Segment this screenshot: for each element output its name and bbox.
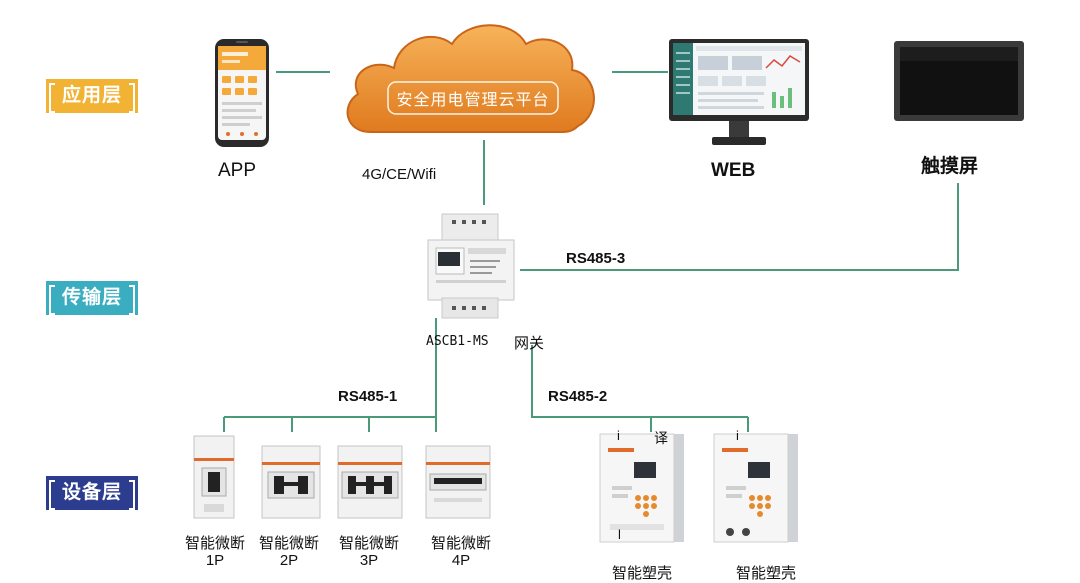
breaker-3p — [336, 444, 404, 520]
stray-char-d: l — [618, 527, 621, 542]
touchscreen-device — [893, 40, 1025, 122]
breaker-3p-poles: 3P — [359, 552, 379, 569]
breaker-4p-icon — [425, 445, 491, 519]
monitor-device — [668, 38, 810, 150]
gateway-name-label: 网关 — [514, 335, 545, 352]
breaker-2p — [260, 444, 322, 520]
rs485-3-link — [520, 183, 959, 271]
breaker-1p-icon — [193, 435, 235, 519]
breaker-3p-icon — [337, 445, 403, 519]
mccb-1-name: 智能塑壳 — [612, 565, 673, 582]
mccb-2-icon — [713, 433, 798, 543]
wireless-link-label: 4G/CE/Wifi — [362, 166, 437, 183]
breaker-1p-poles: 1P — [205, 552, 225, 569]
cloud-label: 安全用电管理云平台 — [396, 92, 550, 109]
monitor-icon — [669, 39, 809, 145]
breaker-1p-name: 智能微断 — [184, 535, 245, 552]
gateway-icon — [427, 213, 515, 319]
cloud-icon — [346, 24, 595, 133]
phone-device — [214, 38, 270, 148]
breaker-4p — [424, 444, 492, 520]
gateway-device — [424, 212, 518, 322]
touchscreen-icon — [894, 41, 1024, 121]
web-label: WEB — [711, 160, 756, 181]
device-layer-tag: 设备层 — [46, 476, 138, 510]
rs485-1-label: RS485-1 — [338, 388, 398, 405]
rs485-3-label: RS485-3 — [566, 250, 626, 267]
breaker-2p-name: 智能微断 — [258, 535, 319, 552]
mccb-1-icon — [599, 433, 684, 543]
breaker-2p-poles: 2P — [279, 552, 299, 569]
rs485-1-link — [224, 318, 437, 418]
stray-char-c: i — [736, 428, 739, 443]
rs485-2-link — [531, 345, 748, 418]
cloud-platform — [340, 14, 602, 140]
gateway-model-label: ASCB1-MS — [426, 334, 489, 349]
breaker-4p-poles: 4P — [451, 552, 471, 569]
touchscreen-label: 触摸屏 — [921, 156, 979, 177]
mccb-2-name: 智能塑壳 — [736, 565, 797, 582]
breaker-3p-name: 智能微断 — [338, 535, 399, 552]
mccb-2 — [712, 432, 800, 544]
breaker-4p-name: 智能微断 — [430, 535, 491, 552]
mccb-1 — [598, 432, 686, 544]
stray-char-a: i — [617, 428, 620, 443]
stray-char-b: 译 — [654, 430, 668, 446]
breaker-2p-icon — [261, 445, 321, 519]
phone-icon — [215, 39, 269, 147]
rs485-2-label: RS485-2 — [548, 388, 608, 405]
application-layer-tag: 应用层 — [46, 79, 138, 113]
breaker-1p — [190, 434, 238, 520]
transport-layer-tag: 传输层 — [46, 281, 138, 315]
app-label: APP — [218, 160, 257, 181]
